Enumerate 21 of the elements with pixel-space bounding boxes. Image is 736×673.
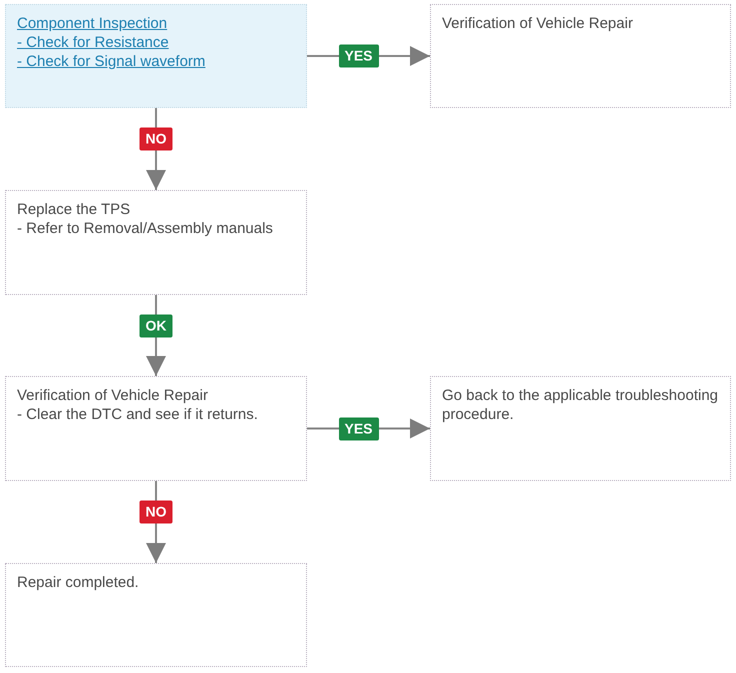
step-text: Go back to the applicable troubleshooting procedure. bbox=[442, 386, 720, 424]
process-box bbox=[5, 376, 307, 481]
process-box bbox=[430, 376, 731, 481]
step-heading: Verification of Vehicle Repair bbox=[17, 386, 208, 405]
edge-label: NO bbox=[140, 128, 172, 150]
step-heading: Replace the TPS bbox=[17, 200, 130, 219]
step-text: - Clear the DTC and see if it returns. bbox=[17, 405, 258, 424]
edge-label: YES bbox=[338, 44, 378, 68]
process-box bbox=[430, 4, 731, 108]
edge-label: OK bbox=[140, 314, 172, 337]
step-text: - Refer to Removal/Assembly manuals bbox=[17, 219, 273, 238]
edge-label: NO bbox=[140, 500, 172, 524]
link: Component Inspection bbox=[17, 14, 168, 33]
step-text: Verification of Vehicle Repair bbox=[442, 14, 633, 33]
process-box bbox=[5, 563, 307, 667]
link: - Check for Resistance bbox=[17, 33, 169, 52]
process-box bbox=[5, 190, 307, 295]
link: - Check for Signal waveform bbox=[17, 52, 206, 71]
process-box bbox=[5, 4, 307, 108]
step-text: Repair completed. bbox=[17, 573, 139, 592]
edge-label: YES bbox=[338, 417, 378, 440]
